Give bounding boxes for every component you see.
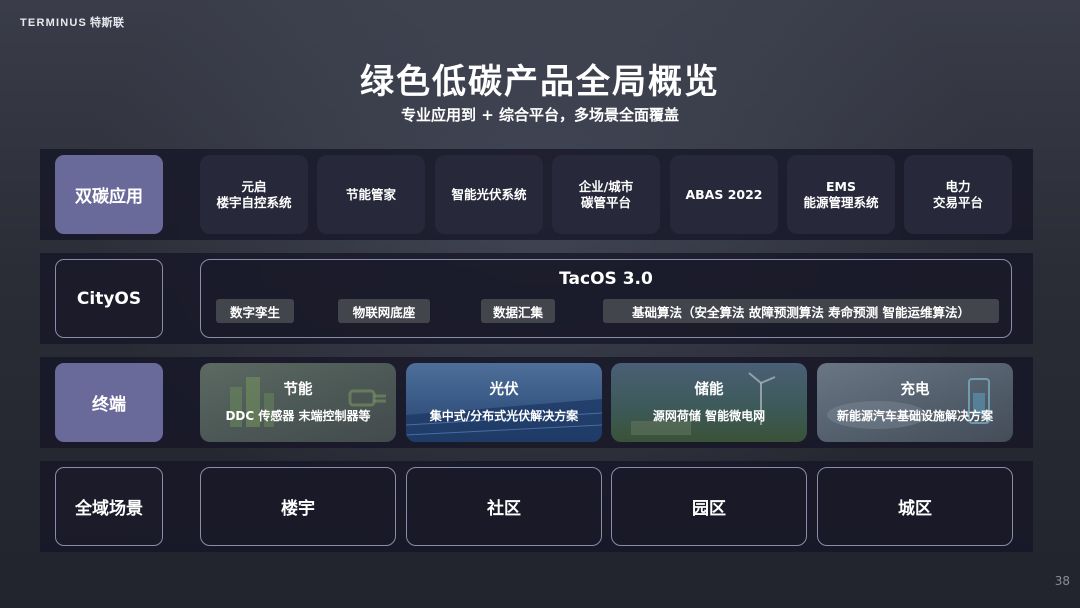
page-subtitle: 专业应用到 + 综合平台，多场景全面覆盖 bbox=[400, 106, 679, 124]
tacos-platform[interactable]: TacOS 3.0 数字孪生 物联网底座 数据汇集 基础算法（安全算法 故障预测… bbox=[200, 259, 1012, 338]
brand-name: TERMINUS bbox=[20, 17, 88, 29]
scene-park[interactable]: 园区 bbox=[611, 467, 807, 546]
app-card-energy-manager[interactable]: 节能管家 bbox=[317, 155, 425, 234]
terminal-desc-energy-saving: DDC 传感器 末端控制器等 bbox=[225, 409, 371, 423]
row-carbon-apps: 双碳应用 元启 楼宇自控系统 节能管家 智能光伏系统 企业/城市 碳管平台 AB… bbox=[40, 149, 1033, 240]
chip-digital-twin: 数字孪生 bbox=[216, 299, 294, 323]
app-card-smart-pv[interactable]: 智能光伏系统 bbox=[435, 155, 543, 234]
terminal-title-charging: 充电 bbox=[900, 382, 930, 398]
scene-district[interactable]: 城区 bbox=[817, 467, 1013, 546]
wind-turbine-icon bbox=[631, 372, 776, 435]
row-label-terminal: 终端 bbox=[55, 363, 163, 442]
row-scenes: 全域场景 楼宇 社区 园区 城区 bbox=[40, 461, 1033, 552]
app-card-carbon-platform[interactable]: 企业/城市 碳管平台 bbox=[552, 155, 660, 234]
chip-data-aggregation: 数据汇集 bbox=[481, 299, 555, 323]
tacos-title: TacOS 3.0 bbox=[559, 269, 653, 289]
terminal-desc-storage: 源网荷储 智能微电网 bbox=[652, 409, 766, 423]
solar-panel-icon bbox=[406, 399, 602, 442]
charging-image bbox=[817, 363, 1013, 442]
chip-iot-base: 物联网底座 bbox=[338, 299, 430, 323]
brand-name-cn: 特斯联 bbox=[90, 17, 125, 29]
app-card-bas[interactable]: 元启 楼宇自控系统 bbox=[200, 155, 308, 234]
page-title: 绿色低碳产品全局概览 bbox=[360, 62, 720, 102]
terminal-card-storage[interactable]: 储能 源网荷储 智能微电网 bbox=[611, 363, 807, 442]
app-card-abas[interactable]: ABAS 2022 bbox=[670, 155, 778, 234]
terminal-card-energy-saving[interactable]: 节能 DDC 传感器 末端控制器等 bbox=[200, 363, 396, 442]
scene-community[interactable]: 社区 bbox=[406, 467, 602, 546]
green-building-icon bbox=[230, 377, 386, 427]
app-card-ems[interactable]: EMS 能源管理系统 bbox=[787, 155, 895, 234]
row-label-scenes: 全域场景 bbox=[55, 467, 163, 546]
scene-building[interactable]: 楼宇 bbox=[200, 467, 396, 546]
row-cityos: CityOS TacOS 3.0 数字孪生 物联网底座 数据汇集 基础算法（安全… bbox=[40, 253, 1033, 344]
row-label-carbon-apps: 双碳应用 bbox=[55, 155, 163, 234]
chip-base-algorithms: 基础算法（安全算法 故障预测算法 寿命预测 智能运维算法） bbox=[603, 299, 999, 323]
page-number: 38 bbox=[1054, 574, 1070, 588]
terminal-desc-charging: 新能源汽车基础设施解决方案 bbox=[836, 409, 993, 423]
terminal-desc-photovoltaic: 集中式/分布式光伏解决方案 bbox=[429, 409, 579, 423]
app-card-power-trading[interactable]: 电力 交易平台 bbox=[904, 155, 1012, 234]
terminal-title-storage: 储能 bbox=[694, 382, 724, 398]
row-terminal: 终端 节能 DDC 传感器 末端控制器等 光伏 集中式/分布式光伏解决方案 bbox=[40, 357, 1033, 448]
terminal-title-energy-saving: 节能 bbox=[283, 382, 313, 398]
row-label-cityos: CityOS bbox=[55, 259, 163, 338]
terminal-card-photovoltaic[interactable]: 光伏 集中式/分布式光伏解决方案 bbox=[406, 363, 602, 442]
terminal-card-charging[interactable]: 充电 新能源汽车基础设施解决方案 bbox=[817, 363, 1013, 442]
charging-station-icon bbox=[827, 378, 990, 429]
terminal-title-photovoltaic: 光伏 bbox=[489, 382, 519, 398]
